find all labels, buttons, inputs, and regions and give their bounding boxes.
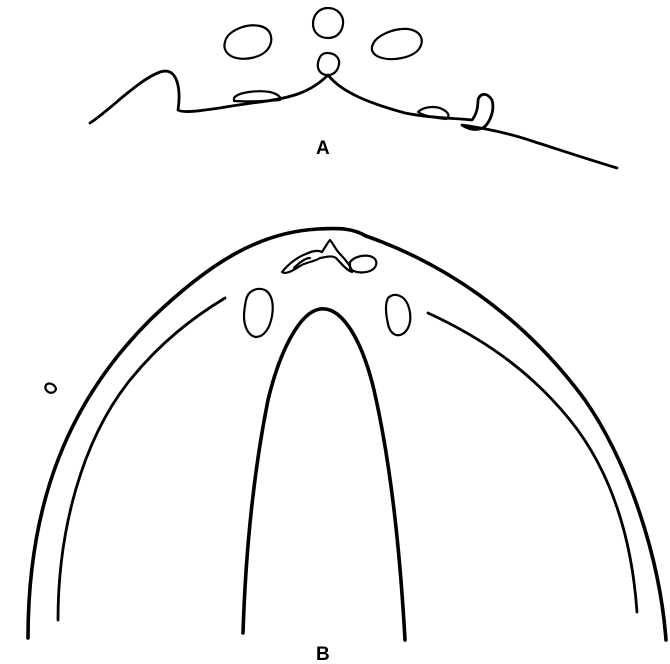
panel-a-left-oval [224,25,271,58]
panel-b-apex-oval [350,256,376,273]
stray-speck-mark [45,384,56,393]
panel-b: B [28,229,666,664]
panel-a-outline [90,71,617,168]
panel-a-top-oval [313,8,343,38]
panel-b-apex-tissue [282,240,352,273]
panel-b-right-inner-arc [428,313,637,612]
panel-b-central-loop [243,309,405,640]
panel-b-right-pore [386,295,410,335]
panel-b-outer-arch [28,229,666,640]
panel-a-right-oval [372,29,422,59]
panel-b-left-inner-arc [58,298,225,620]
panel-a-small-oval [318,53,339,75]
panel-a-left-ridge [234,91,281,101]
panel-a: A [90,8,617,168]
panel-a-label: A [316,138,330,159]
panel-b-label: B [316,644,330,664]
panel-b-left-pore [244,289,273,337]
